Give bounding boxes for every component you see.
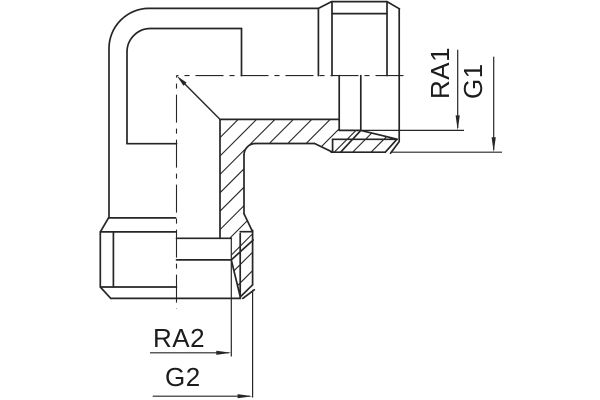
label-g1: G1 [458,63,488,99]
ra2-arrowhead [216,350,232,355]
bottom-port-hex-boss [99,217,242,300]
arm-fillet-arc [243,142,257,156]
dimension-arrowheads [216,115,496,399]
corner-arrowhead [176,76,187,86]
centerlines [175,75,406,309]
ra1-arrowhead [455,115,460,131]
g2-arrowhead [237,394,253,399]
top-port-section [219,74,401,155]
body-inner-contour [126,27,243,145]
body-outer-contour [108,7,320,219]
face-chamfer-inner [384,138,398,154]
label-ra1: RA1 [425,47,455,99]
part-outline [99,0,401,300]
hex-top-edge [317,0,401,10]
bottom-port-section [175,118,256,300]
hex-chamfer-section [313,142,334,154]
top-port-hex-boss [317,0,401,142]
label-g2: G2 [165,362,201,392]
cone-seat [230,259,242,298]
hex-chamfer-section [243,212,254,233]
corner-pointer-line [179,78,221,120]
elbow-body-outline [108,7,320,219]
dimension-lines [150,49,502,398]
face-chamfer-inner [239,283,254,298]
label-ra2: RA2 [153,323,205,353]
hex-chamfer-bottom [99,286,112,300]
inner-corner-pointer [176,76,221,120]
hex-chamfer-top [99,217,110,233]
g1-arrowhead [491,137,496,153]
cone-section-edge [339,129,362,154]
face-chamfer-outer [389,140,401,155]
dimension-labels: RA1 G1 RA2 G2 [153,47,488,392]
cone-section-edge [230,239,255,261]
cone-seat [359,129,398,141]
